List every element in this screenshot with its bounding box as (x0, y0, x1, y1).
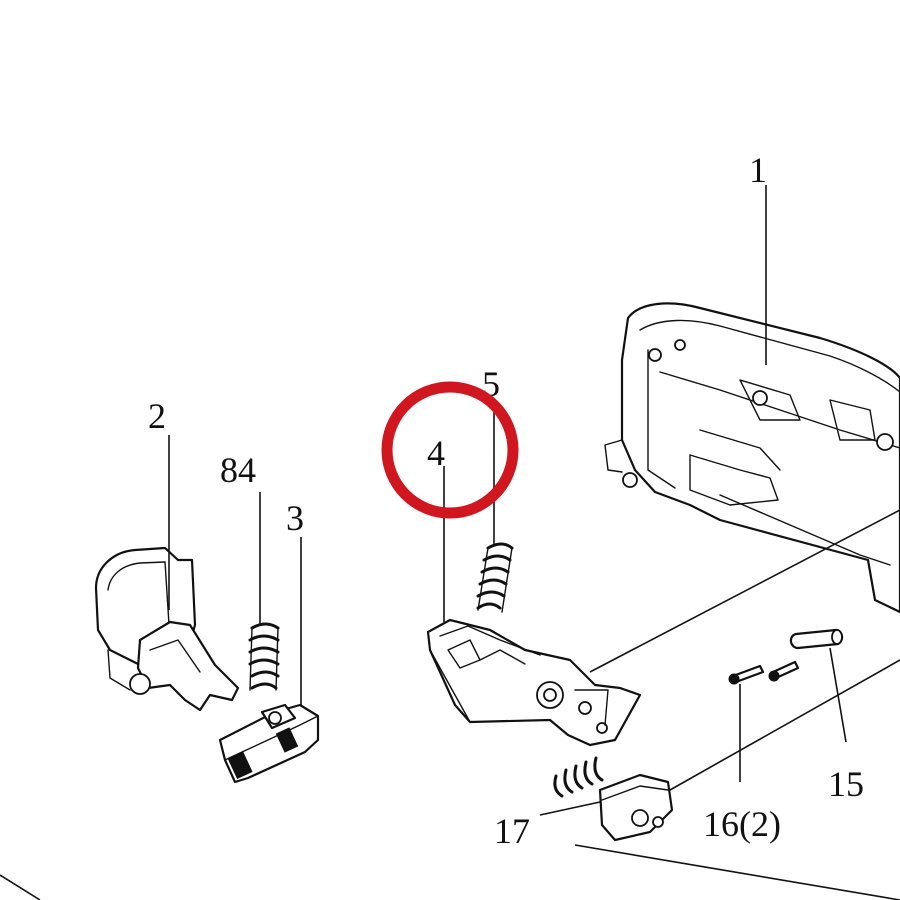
callout-2: 2 (148, 396, 166, 436)
spring-5 (476, 542, 514, 613)
callout-1: 1 (749, 150, 767, 190)
part-3-latch (218, 703, 320, 784)
assembly-lines (0, 509, 900, 900)
part-17-assembly (553, 756, 674, 842)
part-2-cap (94, 546, 240, 712)
callout-16: 16(2) (703, 804, 781, 844)
part-4-lever (426, 618, 642, 747)
screws-16 (728, 660, 800, 685)
part-1-housing (604, 302, 900, 614)
pin-15 (789, 628, 844, 650)
callout-3: 3 (286, 498, 304, 538)
callout-15: 15 (828, 764, 864, 804)
spring-84 (248, 622, 280, 691)
callout-84: 84 (220, 450, 256, 490)
callout-labels: 1 2 84 3 4 5 15 16(2) 17 (148, 150, 864, 851)
callout-4: 4 (427, 433, 445, 473)
leader-lines (168, 185, 847, 816)
callout-17: 17 (494, 811, 530, 851)
highlight-circle (381, 381, 519, 519)
